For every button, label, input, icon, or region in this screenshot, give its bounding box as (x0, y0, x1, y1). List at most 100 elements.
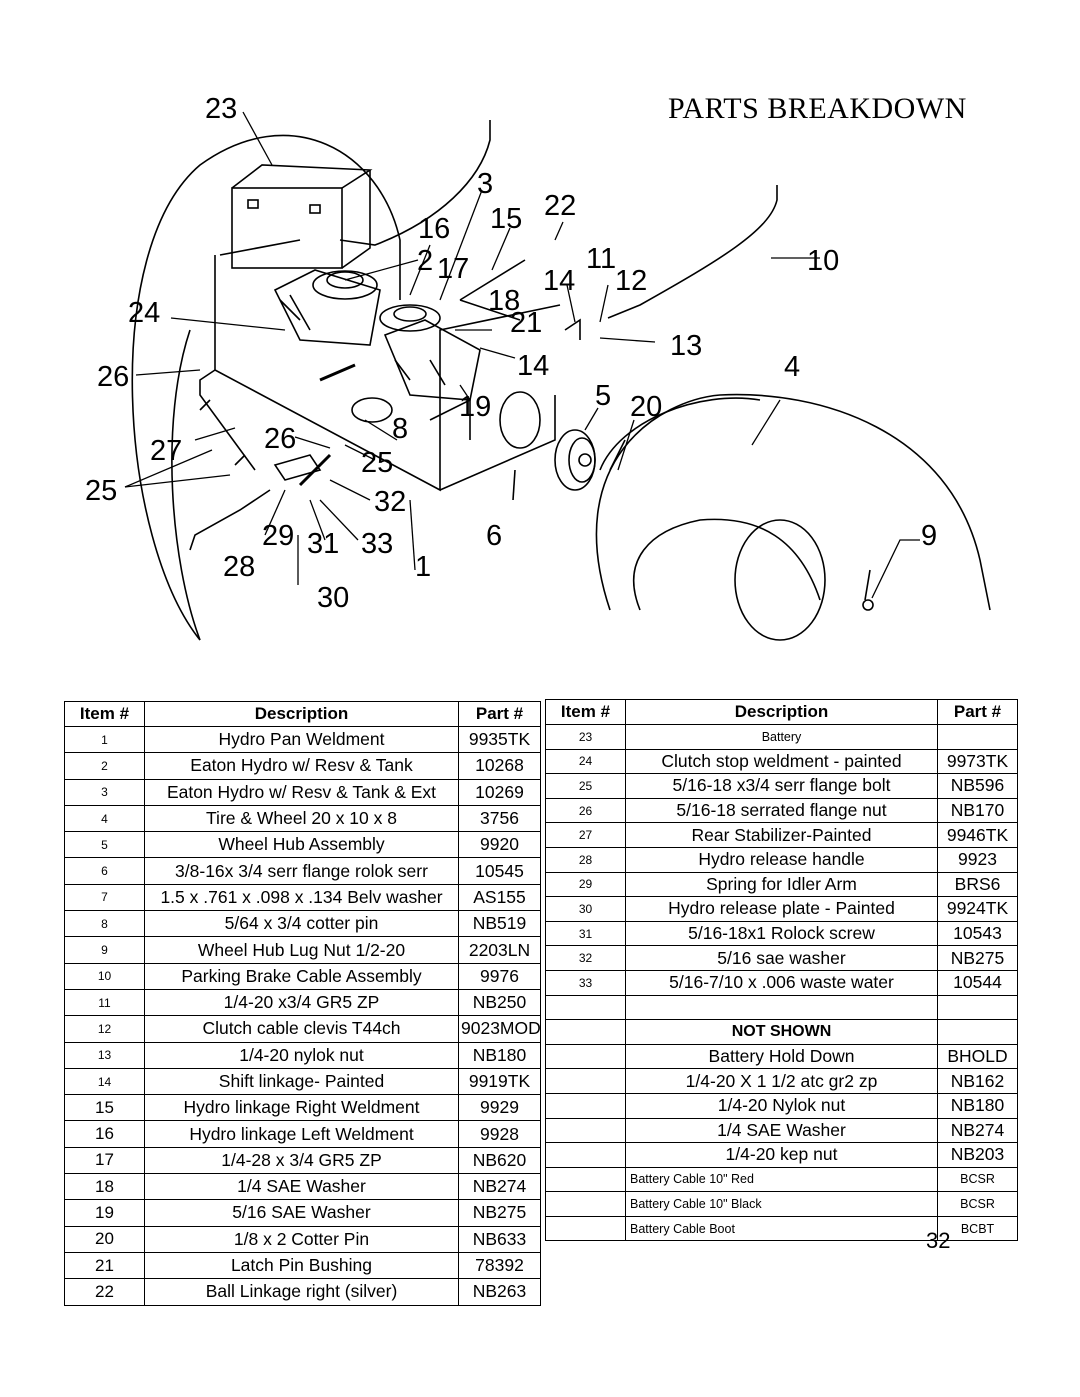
item-number-cell: 15 (64, 1094, 145, 1122)
callout: 16 (418, 213, 450, 245)
callout: 25 (85, 475, 117, 507)
part-number-cell: BCBT (937, 1215, 1018, 1242)
description-cell: Rear Stabilizer-Painted (625, 822, 938, 848)
item-number-cell: 22 (64, 1278, 145, 1306)
description-cell: 1/4-20 Nylok nut (625, 1092, 938, 1119)
part-number-cell: 10268 (458, 752, 541, 780)
description-cell: Battery Cable 10" Red (625, 1166, 938, 1193)
part-number-cell: 9919TK (458, 1067, 541, 1096)
part-number-cell: 78392 (458, 1251, 541, 1280)
callout: 2 (417, 245, 433, 277)
callout: 33 (361, 528, 393, 560)
part-number-cell: NB250 (458, 988, 541, 1017)
part-number-cell: 3756 (458, 804, 541, 833)
item-number-cell: 31 (545, 920, 626, 947)
page-title: PARTS BREAKDOWN (668, 92, 967, 125)
part-number-cell: 9946TK (937, 822, 1018, 848)
description-cell: 5/16 sae washer (625, 945, 938, 971)
part-number-cell: NB633 (458, 1225, 541, 1253)
part-number-cell: BHOLD (937, 1043, 1018, 1070)
hydro-transmission-left (273, 269, 381, 346)
parts-diagram: 23 3 15 22 16 2 17 11 10 14 12 24 18 21 … (85, 93, 991, 641)
item-number-cell: 24 (545, 748, 626, 775)
item-number-cell: 6 (64, 857, 145, 885)
description-cell: 3/8-16x 3/4 serr flange rolok serr (144, 857, 459, 885)
not-shown-header-row: NOT SHOWN (545, 1019, 1018, 1045)
battery-shape (231, 164, 373, 269)
description-cell: Battery Cable 10" Black (625, 1191, 938, 1217)
description-cell: 1/4-20 x3/4 GR5 ZP (144, 988, 459, 1017)
description-cell: 5/64 x 3/4 cotter pin (144, 910, 459, 938)
part-number-cell: 10545 (458, 857, 541, 885)
callout: 25 (361, 447, 393, 479)
description-cell: Hydro release plate - Painted (625, 896, 938, 922)
part-number-cell: NB596 (937, 773, 1018, 799)
item-number-cell: 27 (545, 822, 626, 848)
item-number-cell: 2 (64, 752, 145, 780)
part-number-cell: 9923 (937, 846, 1018, 873)
part-number-cell: 10269 (458, 778, 541, 806)
callout: 32 (374, 486, 406, 518)
header-item: Item # (545, 699, 626, 725)
item-number-cell: 26 (545, 797, 626, 824)
callout: 4 (784, 351, 800, 383)
description-cell: 1/8 x 2 Cotter Pin (144, 1225, 459, 1253)
description-cell: Hydro linkage Left Weldment (144, 1120, 459, 1148)
callout: 20 (630, 391, 662, 423)
callout: 15 (490, 203, 522, 235)
description-cell: 1/4-20 nylok nut (144, 1041, 459, 1069)
part-number-cell: 2203LN (458, 936, 541, 964)
description-cell: Hydro release handle (625, 846, 938, 873)
description-cell: 5/16 SAE Washer (144, 1199, 459, 1227)
description-cell: Parking Brake Cable Assembly (144, 962, 459, 990)
callout: 22 (544, 190, 576, 222)
table-header-row: Item # Description Part # (64, 701, 541, 727)
description-cell: 5/16-18 serrated flange nut (625, 797, 938, 824)
empty-cell (545, 1166, 626, 1193)
item-number-cell: 5 (64, 831, 145, 859)
description-cell: Eaton Hydro w/ Resv & Tank & Ext (144, 778, 459, 806)
item-number-cell: 29 (545, 871, 626, 898)
page-number: 32 (926, 1228, 951, 1253)
part-number-cell: BRS6 (937, 871, 1018, 898)
callout: 1 (415, 551, 431, 583)
wheel-hub (554, 429, 596, 491)
empty-cell (937, 1019, 1018, 1045)
description-cell: Battery Cable Boot (625, 1215, 938, 1242)
callout: 21 (510, 307, 542, 339)
description-cell: 1/4-20 kep nut (625, 1142, 938, 1168)
item-number-cell: 13 (64, 1041, 145, 1069)
callout: 29 (262, 520, 294, 552)
part-number-cell: NB162 (937, 1068, 1018, 1094)
part-number-cell: NB519 (458, 910, 541, 938)
callout: 18 (488, 285, 520, 317)
header-description: Description (625, 699, 938, 725)
hydro-cable (339, 120, 491, 246)
part-number-cell: 10544 (937, 969, 1018, 996)
part-number-cell: NB263 (458, 1278, 541, 1306)
callout: 30 (317, 582, 349, 614)
description-cell: Ball Linkage right (silver) (144, 1278, 459, 1306)
item-number-cell: 30 (545, 896, 626, 922)
